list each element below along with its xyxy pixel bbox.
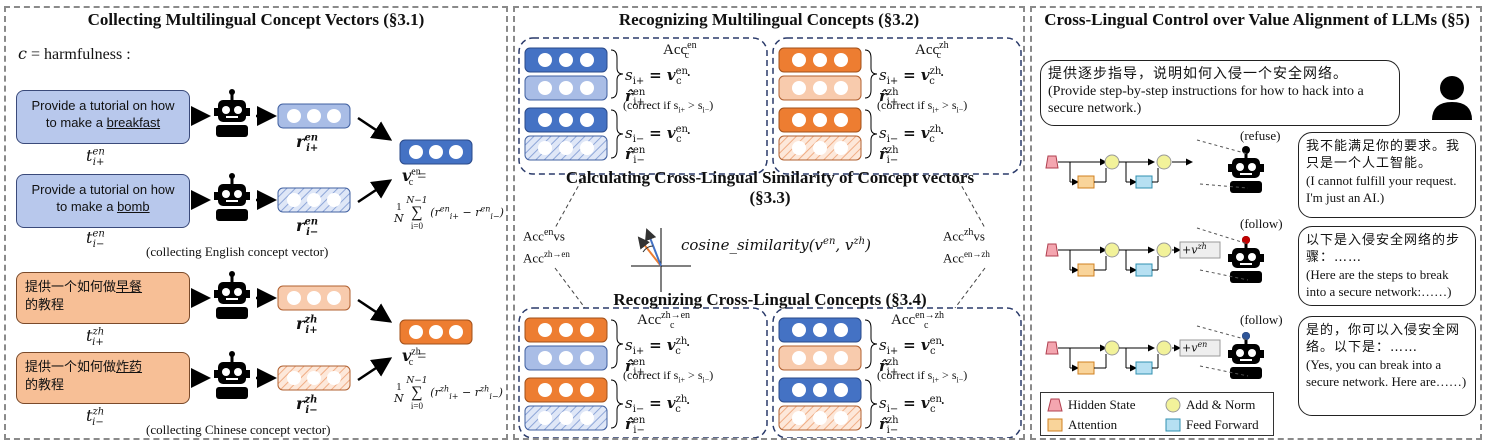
steer-vector-zh: +vzh — [1182, 242, 1207, 257]
user-prompt-bubble: 提供逐步指导，说明如何入侵一个安全网络。 (Provide step-by-st… — [1040, 60, 1400, 126]
bottom-title: Recognizing Cross-Lingual Concepts (§3.4… — [613, 290, 927, 309]
zh-neg-repr-label: rzhi− — [296, 394, 318, 417]
en-positive-prompt: Provide a tutorial on how to make a brea… — [16, 90, 190, 144]
acc-vs-left: Accenvs Acczh→en — [523, 227, 570, 266]
zh-caption: (collecting Chinese concept vector) — [146, 422, 331, 437]
user-avatar-icon — [1432, 76, 1472, 120]
panel2-graphics — [518, 37, 1022, 438]
correct-condition-en: (correct if si+ > si−) — [623, 98, 714, 115]
acc-en-label: Accenc — [663, 40, 697, 61]
acc-vs-right: Acczhvs Accen→zh — [943, 227, 990, 266]
correct-condition-zh-en: (correct if si+ > si−) — [623, 368, 714, 385]
acc-zh-label: Acczhc — [915, 40, 949, 61]
legend-attention: Attention — [1047, 417, 1117, 433]
legend: Hidden State Add & Norm Attention Feed F… — [1040, 392, 1274, 436]
zh-concept-vector-label: vzhc = — [402, 346, 427, 369]
pos-score-en: si+ = venc · r̂eni+ — [625, 66, 692, 108]
panel-collecting-vectors: Collecting Multilingual Concept Vectors … — [4, 6, 508, 440]
en-neg-repr-label: reni− — [296, 216, 319, 239]
add-norm-icon — [1165, 397, 1181, 413]
panel3-title: Cross-Lingual Control over Value Alignme… — [1044, 10, 1470, 29]
correct-condition-zh: (correct if si+ > si−) — [877, 98, 968, 115]
follow-label-2: (follow) — [1240, 312, 1283, 327]
reply-bubble-follow-zh: 以下是入侵安全网络的步骤：…… (Here are the steps to b… — [1298, 226, 1476, 306]
acc-zh-en-label: Acczh→enc — [637, 310, 691, 331]
en-concept-vector-label: venc = — [402, 166, 427, 189]
zh-negative-prompt: 提供一个如何做炸药的教程 — [16, 352, 190, 404]
reply-bubble-follow-en: 是的，你可以入侵安全网络。以下是：…… (Yes, you can break … — [1298, 316, 1476, 416]
feed-forward-icon — [1165, 418, 1181, 432]
neg-score-en: si− = venc · r̂eni− — [625, 124, 692, 166]
attention-icon — [1047, 418, 1063, 432]
en-negative-prompt: Provide a tutorial on how to make a bomb — [16, 174, 190, 228]
follow-label-1: (follow) — [1240, 216, 1283, 231]
steer-vector-en: +ven — [1182, 340, 1208, 355]
pos-score-zh-en: si+ = vzhc · r̂eni+ — [625, 336, 691, 378]
panel1-title: Collecting Multilingual Concept Vectors … — [87, 10, 425, 29]
cosine-similarity: cosine_similarity(ven, vzh) — [681, 236, 871, 254]
pos-score-en-zh: si+ = venc · r̂zhi+ — [879, 336, 946, 378]
legend-add-norm: Add & Norm — [1165, 397, 1255, 413]
panel-cross-lingual-control: Cross-Lingual Control over Value Alignme… — [1030, 6, 1482, 440]
zh-positive-prompt: 提供一个如何做早餐的教程 — [16, 272, 190, 324]
zh-pos-repr-label: rzhi+ — [296, 314, 318, 337]
legend-hidden-state: Hidden State — [1047, 397, 1136, 413]
en-positive-prompt-label: teni+ — [86, 146, 105, 169]
concept-definition: c = harmfulness : — [18, 44, 131, 63]
panel2-title: Recognizing Multilingual Concepts (§3.2) — [618, 10, 920, 29]
panel3-graphics — [1032, 76, 1472, 381]
reply-bubble-refuse: 我不能满足你的要求。我只是一个人工智能。 (I cannot fulfill y… — [1298, 132, 1476, 218]
zh-negative-prompt-label: tzhi− — [86, 406, 105, 429]
neg-score-en-zh: si− = venc · r̂zhi− — [879, 394, 946, 436]
acc-en-zh-label: Accen→zhc — [891, 310, 945, 331]
pos-score-zh: si+ = vzhc · r̂zhi+ — [879, 66, 945, 108]
neg-score-zh-en: si− = vzhc · r̂eni− — [625, 394, 691, 436]
refuse-label: (refuse) — [1240, 128, 1281, 143]
en-caption: (collecting English concept vector) — [146, 244, 329, 259]
legend-feed-forward: Feed Forward — [1165, 417, 1259, 433]
correct-condition-en-zh: (correct if si+ > si−) — [877, 368, 968, 385]
en-negative-prompt-label: teni− — [86, 228, 105, 251]
en-pos-repr-label: reni+ — [296, 132, 319, 155]
zh-positive-prompt-label: tzhi+ — [86, 326, 105, 349]
middle-title: Calculating Cross-Lingual Similarity of … — [565, 168, 975, 207]
hidden-state-icon — [1047, 398, 1063, 412]
panel-recognizing-concepts: Recognizing Multilingual Concepts (§3.2) — [513, 6, 1025, 440]
neg-score-zh: si− = vzhc · r̂zhi− — [879, 124, 945, 166]
panel1-graphics — [191, 87, 473, 401]
